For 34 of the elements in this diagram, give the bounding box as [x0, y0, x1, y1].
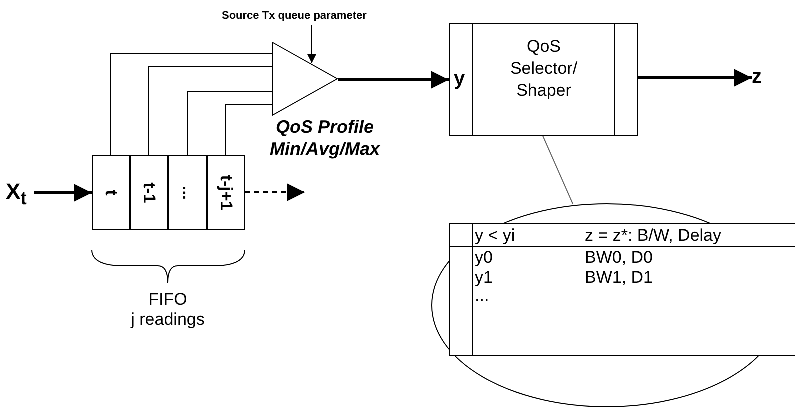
brace-label: FIFO	[148, 290, 188, 310]
arrow	[34, 184, 92, 202]
arrow	[638, 69, 752, 87]
cell-label: t	[101, 190, 121, 196]
register-cell	[168, 155, 207, 230]
input-label: X$_{t}$	[6, 178, 27, 210]
connector-line	[110, 54, 272, 156]
box-title: QoS Selector/ Shaper	[509, 36, 579, 102]
connector-line	[542, 136, 574, 204]
table-cell-text: y < yi	[475, 226, 516, 246]
table-cell-text: BW0, D0	[585, 248, 654, 268]
table-cell-text: z = z*: B/W, Delay	[585, 226, 722, 246]
profile-caption: QoS Profile Min/Avg/Max	[268, 116, 382, 160]
connector-line	[148, 66, 272, 156]
cell-label: t-1	[139, 182, 159, 203]
cell-label: ...	[178, 185, 198, 200]
brace-label: j readings	[130, 310, 206, 330]
table-cell-text: ...	[475, 286, 490, 306]
table-cell-text: y1	[475, 268, 493, 288]
connector-line	[187, 92, 272, 156]
register-cell	[207, 155, 245, 230]
arrow	[245, 184, 305, 202]
table-cell-text: BW1, D1	[585, 268, 654, 288]
port-label: y	[454, 68, 466, 91]
register-cell	[130, 155, 168, 230]
table-cell-text: y0	[475, 248, 493, 268]
cell-label: t-j+1	[216, 174, 236, 210]
arrow	[338, 71, 449, 89]
selector-box	[449, 23, 638, 136]
parameter-label: Source Tx queue parameter	[222, 9, 367, 23]
register-cell	[92, 155, 130, 230]
arrow	[308, 24, 316, 64]
connector-line	[226, 104, 272, 156]
output-label: z	[752, 65, 762, 90]
